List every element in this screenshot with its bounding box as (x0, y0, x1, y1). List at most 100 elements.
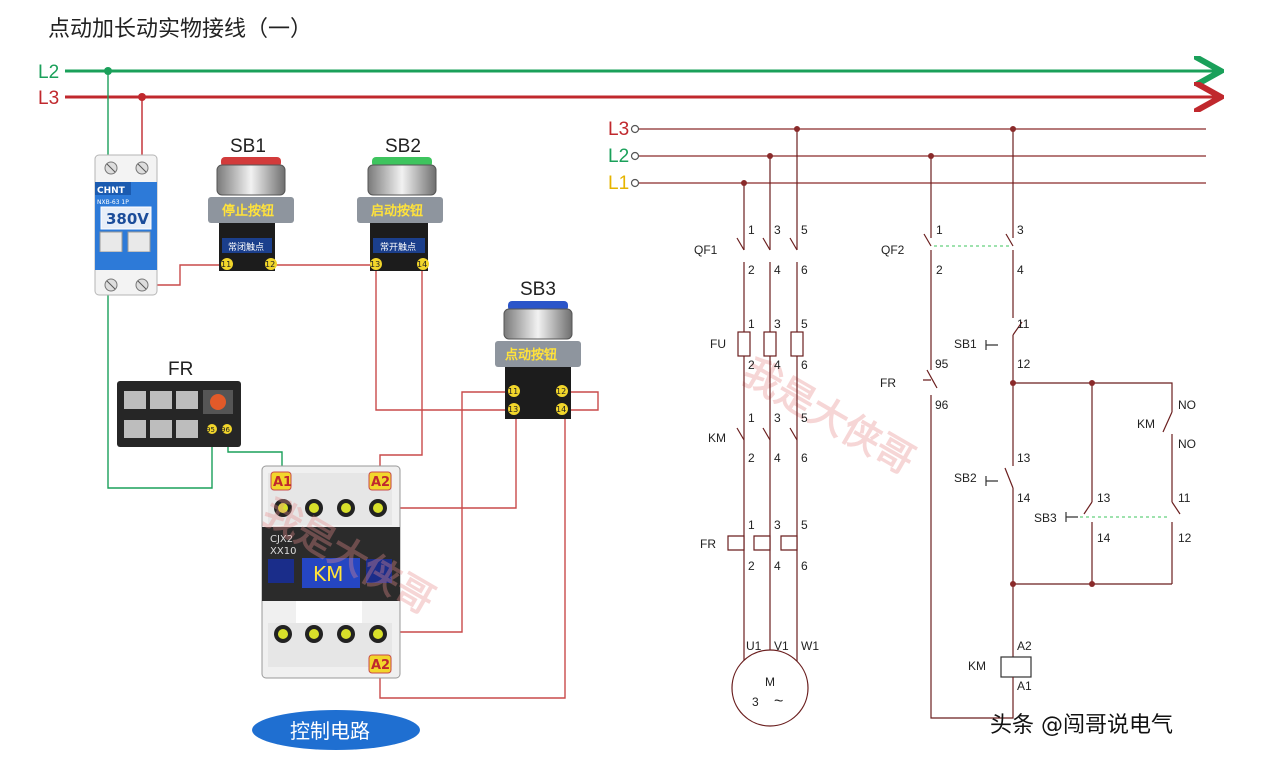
sch-num: 4 (774, 451, 781, 465)
sch-u1: U1 (746, 639, 762, 653)
contactor-a2: A2 (371, 475, 390, 490)
sch-motor-phase: 3 (752, 695, 759, 709)
sch-l1: L1 (608, 173, 629, 194)
sb2-t2: 14 (417, 260, 427, 269)
contactor: CJX2 XX10 KM A1 A2 A2 (261, 465, 401, 679)
sch-num: 1 (748, 518, 755, 532)
sch-qf1: QF1 (694, 243, 718, 257)
sch-num: 3 (774, 411, 781, 425)
contactor-tag: KM (313, 562, 343, 586)
sch-num: 3 (1017, 223, 1024, 237)
sb1-t2: 12 (265, 260, 275, 269)
sch-num: 12 (1017, 357, 1031, 371)
sb1-tag: SB1 (230, 136, 266, 157)
circuit-breaker: CHNT NXB-63 1P 380V (94, 154, 158, 296)
sch-num: 4 (1017, 263, 1024, 277)
sch-qf2: QF2 (881, 243, 905, 257)
sch-fr: FR (700, 537, 716, 551)
sb2-contact: 常开触点 (380, 241, 416, 253)
schematic-junctions (741, 126, 1095, 587)
sch-num: 3 (774, 223, 781, 237)
badge-label: 控制电路 (290, 719, 370, 743)
sch-num: 1 (936, 223, 943, 237)
sb1-contact: 常闭触点 (228, 241, 264, 253)
sch-num: 2 (748, 451, 755, 465)
sch-sb2: SB2 (954, 471, 977, 485)
sch-motor: M (765, 675, 775, 689)
sch-no: NO (1178, 398, 1196, 412)
sb3-t4: 14 (556, 405, 566, 414)
sch-num: 3 (774, 317, 781, 331)
sch-l3: L3 (608, 119, 629, 140)
sch-num: 5 (801, 518, 808, 532)
contactor-model2: XX10 (270, 546, 296, 557)
page-title: 点动加长动实物接线（一） (48, 17, 312, 42)
breaker-voltage: 380V (106, 210, 149, 228)
schematic-dashed-links (934, 245, 1170, 518)
sch-num: 96 (935, 398, 949, 412)
sch-num: 95 (935, 357, 949, 371)
sch-sb1: SB1 (954, 337, 977, 351)
contactor-model1: CJX2 (270, 534, 293, 545)
sch-num: 6 (801, 451, 808, 465)
sch-num: 14 (1017, 491, 1031, 505)
sch-motor-symbol: ~ (774, 693, 783, 710)
sch-coil-a1: A1 (1017, 679, 1032, 693)
sch-num: 5 (801, 317, 808, 331)
sb1-t1: 11 (221, 260, 231, 269)
supply-rails: L2 L3 (38, 62, 1218, 109)
fr-t96: 96 (221, 426, 230, 434)
sch-num: 13 (1097, 491, 1111, 505)
sch-num: 2 (936, 263, 943, 277)
breaker-brand: CHNT (97, 186, 126, 196)
sch-coil: KM (968, 659, 986, 673)
sch-km: KM (708, 431, 726, 445)
author-credit: 头条 @闯哥说电气 (990, 713, 1173, 738)
sb3-label: 点动按钮 (505, 347, 557, 363)
fr-tag: FR (168, 359, 193, 380)
sch-coil-a2: A2 (1017, 639, 1032, 653)
sch-no: NO (1178, 437, 1196, 451)
sb2-label: 启动按钮 (371, 203, 423, 219)
sb2-t1: 13 (370, 260, 380, 269)
sch-num: 5 (801, 411, 808, 425)
sch-num: 6 (801, 559, 808, 573)
sb3-t1: 11 (508, 387, 518, 396)
rail-l2-label: L2 (38, 62, 59, 83)
fr-t95: 95 (206, 426, 215, 434)
sb2-start-button: SB2 启动按钮 常开触点 13 14 (357, 136, 443, 271)
sch-num: 6 (801, 263, 808, 277)
thermal-relay: FR 95 96 (117, 359, 241, 447)
sch-sb3: SB3 (1034, 511, 1057, 525)
sch-num: 13 (1017, 451, 1031, 465)
sb2-tag: SB2 (385, 136, 421, 157)
sch-num: 1 (748, 411, 755, 425)
sch-l2: L2 (608, 146, 629, 167)
sb3-jog-button: SB3 点动按钮 11 12 13 14 (495, 279, 581, 419)
sch-num: 3 (774, 518, 781, 532)
sb3-tag: SB3 (520, 279, 556, 300)
sch-num: 12 (1178, 531, 1192, 545)
sb3-t2: 12 (556, 387, 566, 396)
sch-num: 4 (774, 263, 781, 277)
sch-km-aux: KM (1137, 417, 1155, 431)
sch-num: 4 (774, 559, 781, 573)
schematic (630, 124, 1206, 727)
sb3-t3: 13 (508, 405, 518, 414)
sch-num: 5 (801, 223, 808, 237)
control-circuit-badge: 控制电路 (252, 710, 420, 750)
sch-num: 1 (748, 317, 755, 331)
rail-l3-label: L3 (38, 88, 59, 109)
sch-v1: V1 (774, 639, 789, 653)
sch-num: 4 (774, 358, 781, 372)
sch-fr-control: FR (880, 376, 896, 390)
contactor-a2-lower: A2 (371, 658, 390, 673)
sch-fu: FU (710, 337, 726, 351)
sch-num: 6 (801, 358, 808, 372)
sch-num: 2 (748, 263, 755, 277)
sb1-stop-button: SB1 停止按钮 常闭触点 11 12 (208, 136, 294, 271)
sch-num: 14 (1097, 531, 1111, 545)
sch-num: 2 (748, 358, 755, 372)
